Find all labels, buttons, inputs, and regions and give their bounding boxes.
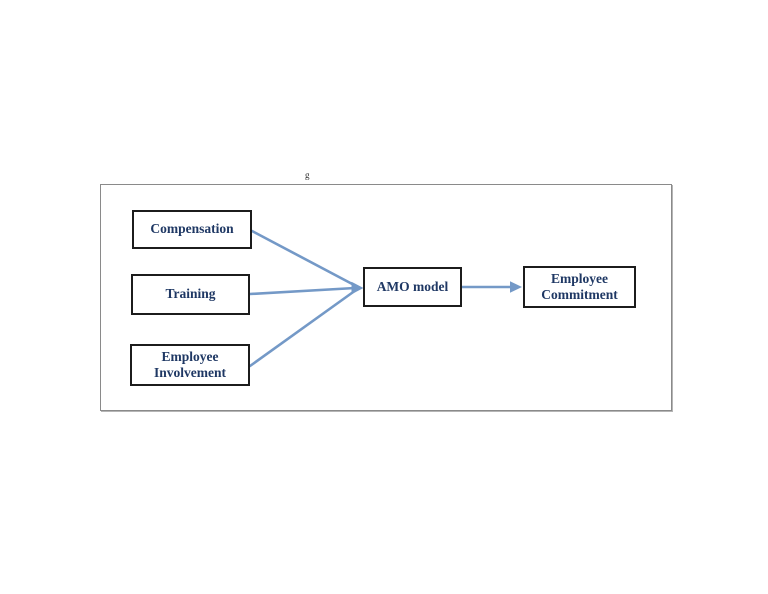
node-employee-commitment: Employee Commitment (523, 266, 636, 308)
stray-glyph-text: g (305, 170, 310, 180)
node-employee-involvement: Employee Involvement (130, 344, 250, 386)
node-training-label: Training (165, 286, 216, 302)
node-compensation: Compensation (132, 210, 252, 249)
node-amo-model: AMO model (363, 267, 462, 307)
node-amo-model-label: AMO model (376, 278, 449, 294)
node-training: Training (131, 274, 250, 315)
node-employee-involvement-label: Employee Involvement (154, 348, 226, 380)
node-compensation-label: Compensation (150, 221, 234, 237)
node-employee-commitment-label: Employee Commitment (541, 270, 618, 302)
